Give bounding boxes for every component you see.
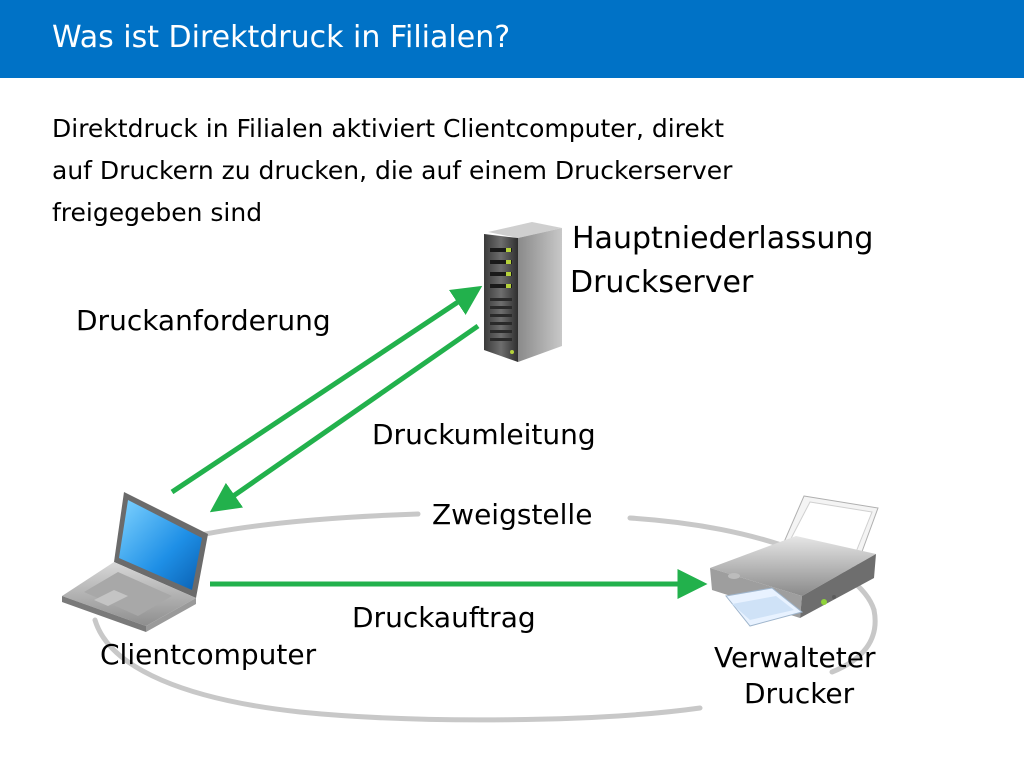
intro-line-2: auf Druckern zu drucken, die auf einem D… <box>52 156 733 185</box>
intro-line-1: Direktdruck in Filialen aktiviert Client… <box>52 114 725 143</box>
branch-label: Zweigstelle <box>432 498 593 531</box>
print-job-label: Druckauftrag <box>352 601 536 634</box>
print-redirect-label: Druckumleitung <box>372 418 596 451</box>
client-computer-label: Clientcomputer <box>100 638 317 671</box>
printer-icon <box>710 495 879 627</box>
laptop-icon <box>62 492 208 632</box>
slide-title: Was ist Direktdruck in Filialen? <box>52 20 511 55</box>
print-request-label: Druckanforderung <box>76 304 331 337</box>
server-label-role: Druckserver <box>570 265 754 300</box>
arrow-print-redirect <box>209 323 480 513</box>
intro-text: Direktdruck in Filialen aktiviert Client… <box>52 108 932 234</box>
server-label-location: Hauptniederlassung <box>572 221 874 256</box>
server-icon <box>484 222 562 362</box>
printer-label-line-1: Verwalteter <box>714 641 876 674</box>
printer-label-line-2: Drucker <box>744 677 855 710</box>
arrow-print-request <box>170 285 483 495</box>
intro-line-3: freigegeben sind <box>52 198 263 227</box>
title-bar: Was ist Direktdruck in Filialen? <box>0 0 1024 78</box>
